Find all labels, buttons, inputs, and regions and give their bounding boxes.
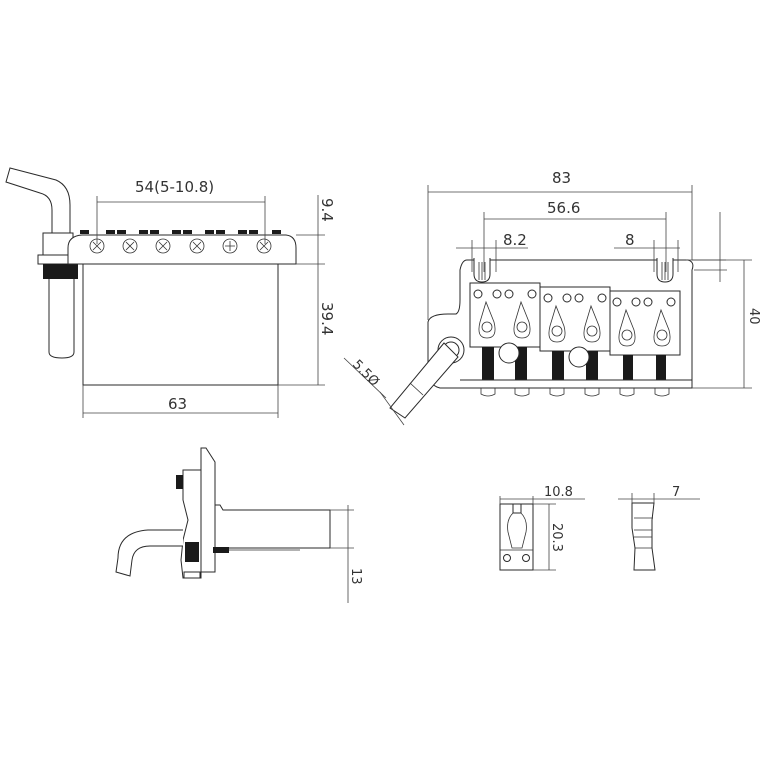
front-view: 54(5-10.8) 9.4 39.4 63 xyxy=(5,167,336,418)
top-arm xyxy=(389,342,459,419)
side-plate xyxy=(200,447,216,573)
plate-height-label: 9.4 xyxy=(318,198,336,222)
saddle-profile: 7 xyxy=(618,485,700,571)
saddle-screws xyxy=(89,238,272,254)
top-view: 83 56.6 8.2 8 40 xyxy=(343,169,761,426)
dim-slots: 8.2 8 xyxy=(456,212,727,282)
dim-string-spacing: 54(5-10.8) xyxy=(96,178,266,244)
saddle-length-label: 20.3 xyxy=(549,523,564,552)
dim-post-spacing: 56.6 xyxy=(483,199,667,272)
left-slot-label: 8.2 xyxy=(503,231,527,249)
side-view: 13 xyxy=(115,447,363,603)
depth-label: 40 xyxy=(746,308,761,325)
block-thickness-label: 13 xyxy=(348,568,363,585)
dim-arm-diameter: 5.5Ø xyxy=(343,357,405,426)
base-plate xyxy=(67,234,297,265)
dim-depth: 40 xyxy=(692,259,761,389)
dim-plate-height: 9.4 39.4 xyxy=(278,195,336,386)
dim-block-thickness: 13 xyxy=(330,505,363,603)
dim-saddle-length: 20.3 xyxy=(533,503,564,571)
arm-shaft xyxy=(48,279,75,359)
block-height-label: 39.4 xyxy=(318,302,336,335)
dim-saddle-width: 10.8 xyxy=(499,485,585,504)
right-slot-label: 8 xyxy=(625,231,635,249)
overall-width-label: 83 xyxy=(552,169,571,187)
saddles xyxy=(469,282,681,380)
arm-diameter-label: 5.5Ø xyxy=(349,357,381,389)
dim-saddle-thickness: 7 xyxy=(618,485,700,503)
saddle-width-label: 10.8 xyxy=(544,485,573,500)
string-spacing-label: 54(5-10.8) xyxy=(135,178,214,196)
tremolo-arm xyxy=(5,167,71,237)
dim-overall-width: 83 xyxy=(427,169,693,320)
saddle-detail: 10.8 20.3 xyxy=(499,485,585,571)
post-spacing-label: 56.6 xyxy=(547,199,580,217)
block-width-label: 63 xyxy=(168,395,187,413)
string-ends xyxy=(480,388,670,397)
sustain-block xyxy=(82,263,279,386)
knurled-nut xyxy=(43,264,78,279)
side-arm xyxy=(115,529,183,577)
saddle-thickness-label: 7 xyxy=(672,485,680,500)
saddle-tops xyxy=(80,230,281,234)
side-block xyxy=(214,504,331,549)
dim-block-width: 63 xyxy=(82,385,279,418)
